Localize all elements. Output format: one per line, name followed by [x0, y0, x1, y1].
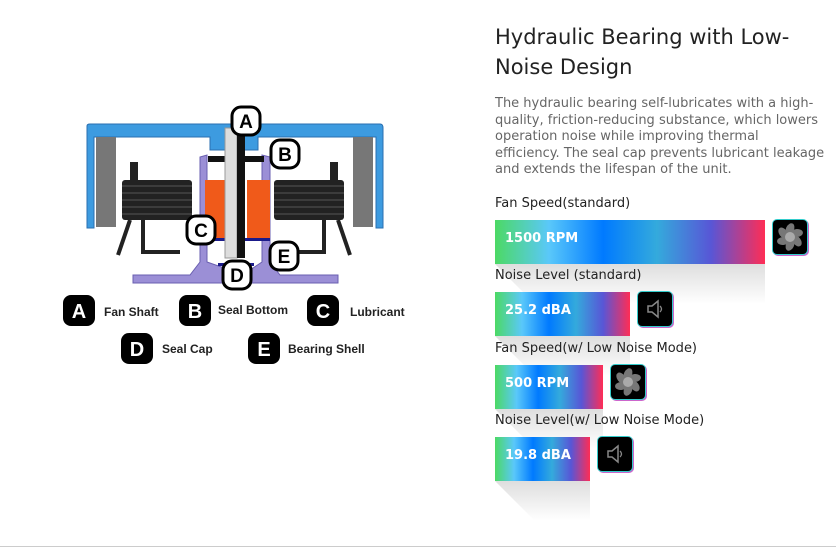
metric-label: Noise Level(w/ Low Noise Mode): [495, 413, 705, 428]
svg-text:E: E: [278, 247, 291, 268]
svg-text:Seal Bottom: Seal Bottom: [218, 303, 288, 317]
metric-bar: 19.8 dBA: [495, 437, 590, 481]
svg-text:B: B: [278, 145, 292, 166]
svg-text:A: A: [239, 112, 253, 133]
fan-icon: [773, 220, 807, 254]
svg-text:Fan Shaft: Fan Shaft: [104, 305, 159, 319]
metric-bar: 25.2 dBA: [495, 292, 630, 336]
svg-text:A: A: [72, 301, 86, 323]
hydraulic-bearing-diagram: A B C D E A Fan Shaft B Seal Bottom C Lubri…: [63, 105, 405, 364]
metric-value: 19.8 dBA: [505, 448, 571, 463]
callout-c: C: [185, 214, 217, 246]
svg-text:B: B: [188, 301, 202, 323]
fan-icon: [611, 365, 645, 399]
callout-d: D: [221, 259, 253, 291]
speaker-icon: [638, 292, 672, 326]
svg-text:D: D: [230, 266, 244, 287]
metric-bar: 500 RPM: [495, 365, 603, 409]
metric-label: Fan Speed(w/ Low Noise Mode): [495, 341, 698, 356]
section-title: Hydraulic Bearing with Low-Noise Design: [495, 25, 790, 79]
callout-a: A: [230, 105, 262, 137]
svg-text:Lubricant: Lubricant: [350, 305, 405, 319]
callout-b: B: [269, 138, 301, 170]
legend-item-bearing-shell: E Bearing Shell: [248, 333, 365, 364]
metric-bar: 1500 RPM: [495, 220, 765, 264]
metric-value: 500 RPM: [505, 376, 570, 391]
metric-value: 25.2 dBA: [505, 303, 571, 318]
legend-item-lubricant: C Lubricant: [307, 295, 405, 326]
legend-item-seal-cap: D Seal Cap: [121, 333, 213, 364]
section-description: The hydraulic bearing self-lubricates wi…: [495, 96, 825, 177]
svg-text:Seal Cap: Seal Cap: [162, 342, 213, 356]
svg-text:D: D: [130, 339, 144, 361]
metric-label: Noise Level (standard): [495, 268, 642, 283]
legend-item-seal-bottom: B Seal Bottom: [179, 295, 288, 326]
divider: [0, 546, 836, 547]
svg-text:C: C: [194, 221, 208, 242]
metric-label: Fan Speed(standard): [495, 196, 631, 211]
callout-e: E: [268, 240, 300, 272]
svg-text:Bearing Shell: Bearing Shell: [288, 342, 365, 356]
speaker-icon: [598, 437, 632, 471]
svg-text:E: E: [257, 339, 270, 361]
svg-text:C: C: [316, 301, 330, 323]
metric-value: 1500 RPM: [505, 231, 579, 246]
legend-item-fan-shaft: A Fan Shaft: [63, 295, 159, 326]
bar-shadow: [495, 481, 590, 521]
